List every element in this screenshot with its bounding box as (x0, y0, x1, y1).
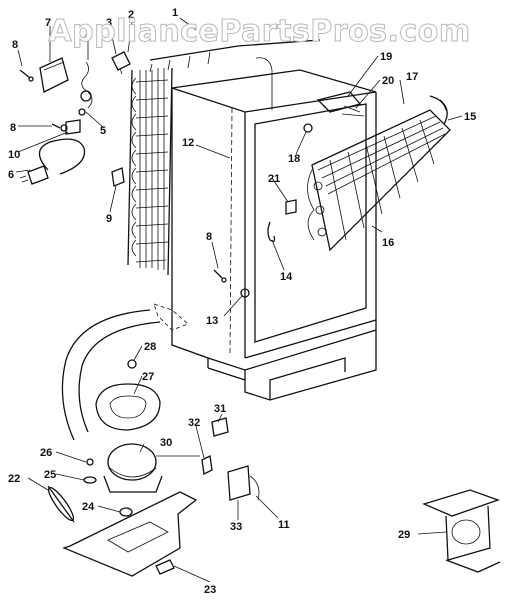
callout-19: 19 (380, 51, 392, 63)
callout-25: 25 (44, 469, 56, 481)
callout-32: 32 (188, 417, 200, 429)
callout-15: 15 (464, 111, 476, 123)
callout-24: 24 (82, 501, 95, 513)
relay-part-31 (211, 417, 229, 437)
callout-33: 33 (230, 521, 242, 533)
callout-21: 21 (268, 173, 280, 185)
grommet-part-13 (240, 288, 250, 298)
callout-1: 1 (172, 7, 178, 19)
capacitor-part-33 (227, 465, 260, 501)
callout-18: 18 (288, 153, 300, 165)
clip-part-8-mid (51, 123, 68, 132)
grommet-part-28 (127, 359, 137, 369)
callout-28: 28 (144, 341, 156, 353)
callout-6: 6 (8, 169, 14, 181)
callout-9: 9 (106, 213, 112, 225)
callout-22: 22 (8, 473, 20, 485)
compressor-part-30 (103, 443, 200, 493)
relay-part-3 (111, 51, 131, 75)
callout-13: 13 (206, 315, 218, 327)
callout-12: 12 (182, 137, 194, 149)
callout-27: 27 (142, 371, 154, 383)
part-21 (285, 199, 297, 215)
leader-lines (15, 17, 463, 583)
cabinet (171, 57, 377, 401)
drain-tube-part-14 (267, 221, 276, 242)
drain-pan-part-27 (95, 383, 161, 431)
bracket-part-7 (39, 57, 69, 93)
callout-31: 31 (214, 403, 226, 415)
callout-14: 14 (280, 271, 293, 283)
base-plate-part-23 (62, 491, 198, 577)
callout-16: 16 (382, 237, 394, 249)
callout-8-top: 8 (12, 39, 18, 51)
callout-10: 10 (8, 149, 20, 161)
dryer-part-22 (47, 485, 75, 523)
overload-part-4-5 (78, 61, 93, 116)
callout-29: 29 (398, 529, 410, 541)
callout-8-mid: 8 (10, 122, 16, 134)
condenser-coil (127, 39, 321, 276)
terminal-part-10 (65, 119, 81, 135)
tubing (61, 303, 189, 441)
callout-20: 20 (382, 75, 394, 87)
evaporator-coil (307, 95, 451, 252)
callout-23: 23 (204, 584, 216, 596)
callout-30: 30 (160, 437, 172, 449)
screw-part-8-low (213, 269, 227, 283)
callout-labels: 1 2 3 4 5 6 7 8 8 8 9 10 11 12 13 14 15 … (8, 7, 476, 596)
callout-26: 26 (40, 447, 52, 459)
screw-part-8-top (19, 69, 34, 82)
callout-5: 5 (100, 125, 106, 137)
part-32 (201, 455, 213, 475)
part-19-20-bracket (316, 91, 365, 117)
callout-3: 3 (106, 17, 112, 29)
washer-part-25-26 (83, 458, 97, 484)
clamp-part-9 (111, 167, 125, 187)
callout-7: 7 (45, 17, 51, 29)
callout-8-low: 8 (206, 231, 212, 243)
callout-17: 17 (406, 71, 418, 83)
grommet-part-24 (119, 507, 133, 517)
callout-11: 11 (278, 519, 290, 531)
power-cord-part-6 (19, 138, 86, 185)
callout-2: 2 (128, 9, 134, 21)
bracket-part-29 (422, 489, 501, 573)
part-18 (303, 123, 313, 133)
callout-4: 4 (84, 31, 91, 43)
